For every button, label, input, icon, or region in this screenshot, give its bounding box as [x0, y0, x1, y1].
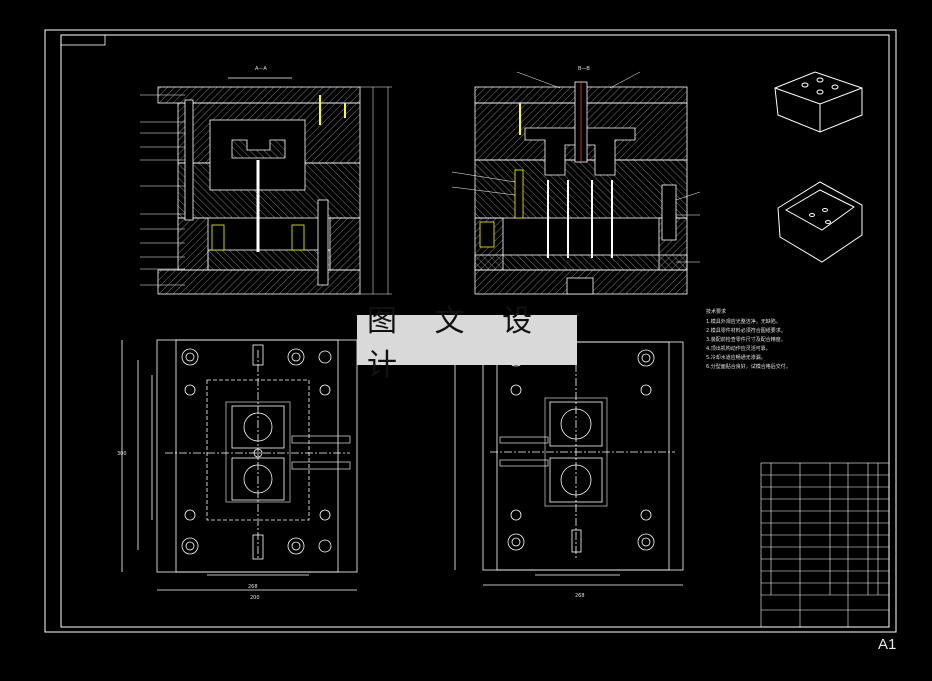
sheet-size-label: A1: [878, 636, 897, 653]
inner-border: [60, 34, 890, 628]
technical-notes: 技术要求 1.模具外观应光整洁净，无缺陷。 2.模具零件材料必须符合图纸要求。 …: [706, 308, 791, 370]
note-line: 4.顶出机构动作应灵活可靠。: [706, 345, 771, 352]
notes-heading: 技术要求: [706, 308, 726, 315]
note-line: 1.模具外观应光整洁净，无缺陷。: [706, 318, 781, 325]
part-isometric-bottom: [777, 181, 863, 263]
section-view-aa: A—A: [140, 66, 392, 295]
part-isometric-top: [774, 71, 863, 133]
section-aa-label: A—A: [255, 66, 267, 72]
section-bb-label: B—B: [578, 66, 590, 72]
watermark-banner: 图 文 设 计: [357, 304, 577, 383]
note-line: 6.分型面贴合良好，试模合格后交付。: [706, 363, 791, 370]
dim-plan-left-height: 300: [117, 451, 127, 457]
dim-plan-left-width: 268: [248, 584, 258, 590]
corner-tag: [60, 34, 106, 46]
note-line: 3.装配前检查零件尺寸及配合精度。: [706, 336, 786, 343]
plan-view-right: [454, 341, 684, 586]
dim-plan-left-bottom: 200: [250, 595, 260, 601]
note-line: 2.模具零件材料必须符合图纸要求。: [706, 327, 786, 334]
note-line: 5.冷却水道应畅通无渗漏。: [706, 354, 766, 361]
section-view-bb: B—B: [451, 66, 701, 295]
dim-plan-right-bottom: 268: [575, 593, 585, 599]
title-block: [760, 462, 890, 628]
plan-view-left: [121, 339, 358, 591]
outer-border: [44, 29, 897, 633]
